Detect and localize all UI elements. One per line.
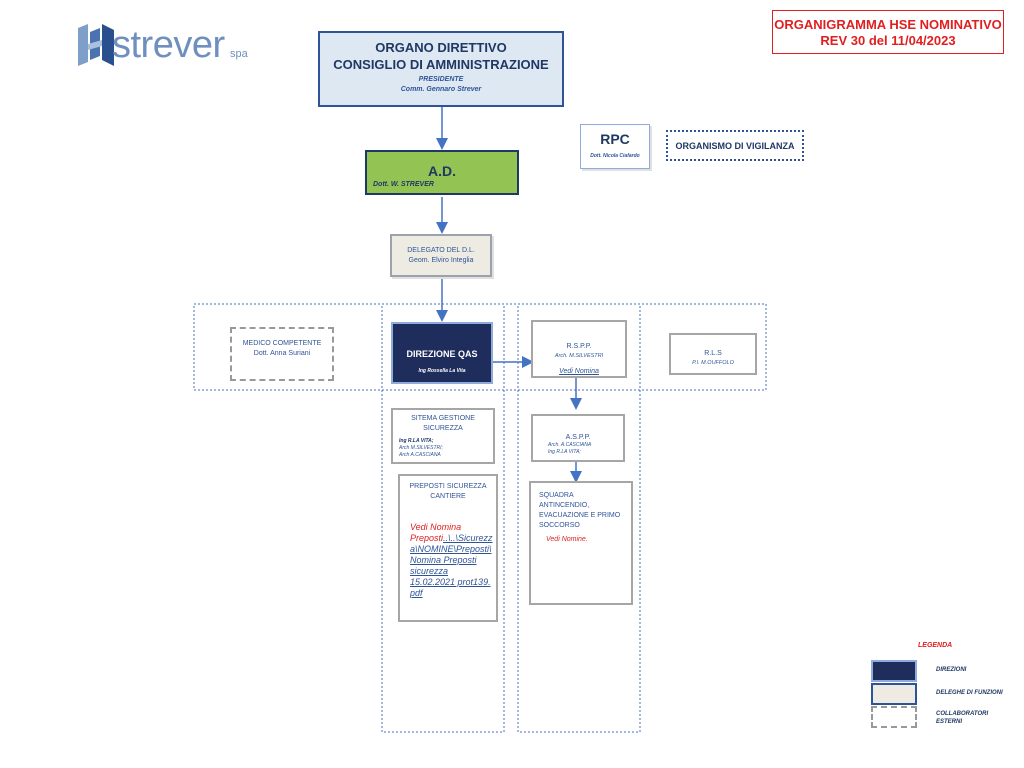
delegato-box: DELEGATO DEL D.L. Geom. Elviro Integlia	[390, 234, 492, 277]
aspp-person-1: Arch. A.CASCIANA	[548, 442, 592, 448]
odv-title: ORGANISMO DI VIGILANZA	[675, 141, 795, 151]
rls-person: P.I. M.OUFFOLO	[692, 360, 734, 366]
revision-title: ORGANIGRAMMA HSE NOMINATIVO	[774, 17, 1002, 32]
preposti-link-1[interactable]: ..\..\Sicurezz	[443, 533, 493, 543]
squadra-line-1: SQUADRA	[539, 492, 574, 499]
rls-box: R.L.S P.I. M.OUFFOLO	[669, 333, 757, 375]
dotted-group-qas-column	[381, 303, 505, 733]
delegato-person: Geom. Elviro Integlia	[408, 257, 474, 264]
aspp-person-2: Ing R.LA VITA;	[548, 449, 581, 455]
preposti-link-6[interactable]: pdf	[410, 588, 423, 598]
logo-wordmark: strever	[112, 24, 225, 66]
qas-title: DIREZIONE QAS	[406, 349, 478, 359]
squadra-line-4: SOCCORSO	[539, 522, 580, 529]
preposti-link-3[interactable]: Nomina Preposti	[410, 555, 477, 565]
squadra-line-2: ANTINCENDIO,	[539, 502, 590, 509]
legend-swatch-direzioni	[871, 660, 917, 682]
legend-label-esterni: ESTERNI	[936, 719, 963, 725]
sgs-person-3: Arch A.CASCIANA	[399, 452, 441, 458]
legend-label-deleghe: DELEGHE DI FUNZIONI	[936, 690, 1003, 696]
medico-person: Dott. Anna Suriani	[253, 350, 311, 357]
sgs-title-1: SITEMA GESTIONE	[411, 415, 475, 422]
board-role: PRESIDENTE	[418, 76, 464, 83]
preposti-red-1: Vedi Nomina	[410, 522, 462, 532]
preposti-red-2: Preposti	[410, 533, 444, 543]
aspp-title: A.S.P.P.	[565, 434, 591, 441]
rpc-box: RPC Dott. Nicola Ciafardo	[580, 124, 650, 169]
logo-mark-icon	[78, 24, 114, 66]
preposti-box: PREPOSTI SICUREZZA CANTIERE Vedi Nomina …	[398, 474, 498, 622]
preposti-link-2[interactable]: a\NOMINE\Preposti\	[410, 544, 492, 554]
preposti-link-row-1: Preposti..\..\Sicurezz	[410, 533, 496, 544]
qas-person: Ing Rossella La Vita	[418, 368, 466, 374]
legend-label-collaboratori: COLLABORATORI	[936, 711, 989, 717]
sgs-title-2: SICUREZZA	[423, 425, 463, 432]
preposti-title-1: PREPOSTI SICUREZZA	[409, 483, 487, 490]
medico-box: MEDICO COMPETENTE Dott. Anna Suriani	[230, 327, 334, 381]
ad-box: A.D. Dott. W. STREVER	[365, 150, 519, 195]
preposti-title-2: CANTIERE	[430, 493, 466, 500]
rspp-title: R.S.P.P.	[566, 343, 592, 350]
direzione-qas-box: DIREZIONE QAS Ing Rossella La Vita	[391, 322, 493, 384]
rspp-link[interactable]: Vedi Nomina	[559, 368, 599, 375]
squadra-note: Vedi Nomine.	[546, 536, 588, 543]
board-person: Comm. Gennaro Strever	[400, 86, 482, 93]
board-title-1: ORGANO DIRETTIVO	[375, 40, 507, 55]
sgs-box: SITEMA GESTIONE SICUREZZA Ing R.LA VITA;…	[391, 408, 495, 464]
delegato-title: DELEGATO DEL D.L.	[407, 247, 475, 254]
board-box: ORGANO DIRETTIVO CONSIGLIO DI AMMINISTRA…	[318, 31, 564, 107]
revision-number: REV 30 del 11/04/2023	[820, 33, 956, 48]
legend-swatch-deleghe	[871, 683, 917, 705]
company-logo: strever spa	[78, 20, 258, 70]
rpc-title: RPC	[600, 131, 630, 147]
squadra-box: SQUADRA ANTINCENDIO, EVACUAZIONE E PRIMO…	[529, 481, 633, 605]
preposti-note: Vedi Nomina Preposti..\..\Sicurezz a\NOM…	[410, 522, 496, 599]
board-title-2: CONSIGLIO DI AMMINISTRAZIONE	[333, 57, 549, 72]
legend-label-direzioni: DIREZIONI	[936, 667, 967, 673]
sgs-person-1: Ing R.LA VITA;	[399, 438, 434, 444]
rls-title: R.L.S	[704, 350, 722, 357]
logo-suffix: spa	[230, 48, 248, 60]
revision-box: ORGANIGRAMMA HSE NOMINATIVO REV 30 del 1…	[772, 10, 1004, 54]
medico-title: MEDICO COMPETENTE	[242, 340, 322, 347]
squadra-line-3: EVACUAZIONE E PRIMO	[539, 512, 621, 519]
ad-title: A.D.	[428, 163, 456, 179]
dotted-group-rspp-column	[517, 303, 641, 733]
odv-box: ORGANISMO DI VIGILANZA	[666, 130, 804, 161]
legend-title: LEGENDA	[918, 642, 953, 649]
legend-swatch-collaboratori	[871, 706, 917, 728]
ad-person: Dott. W. STREVER	[373, 181, 434, 188]
rpc-person: Dott. Nicola Ciafardo	[590, 153, 640, 159]
rspp-person: Arch. M.SILVESTRI	[554, 353, 604, 359]
preposti-link-5[interactable]: 15.02.2021 prot139.	[410, 577, 491, 587]
preposti-link-4[interactable]: sicurezza	[410, 566, 449, 576]
rspp-box: R.S.P.P. Arch. M.SILVESTRI Vedi Nomina	[531, 320, 627, 378]
sgs-person-2: Arch M.SILVESTRI;	[399, 445, 443, 451]
aspp-box: A.S.P.P. Arch. A.CASCIANA Ing R.LA VITA;	[531, 414, 625, 462]
